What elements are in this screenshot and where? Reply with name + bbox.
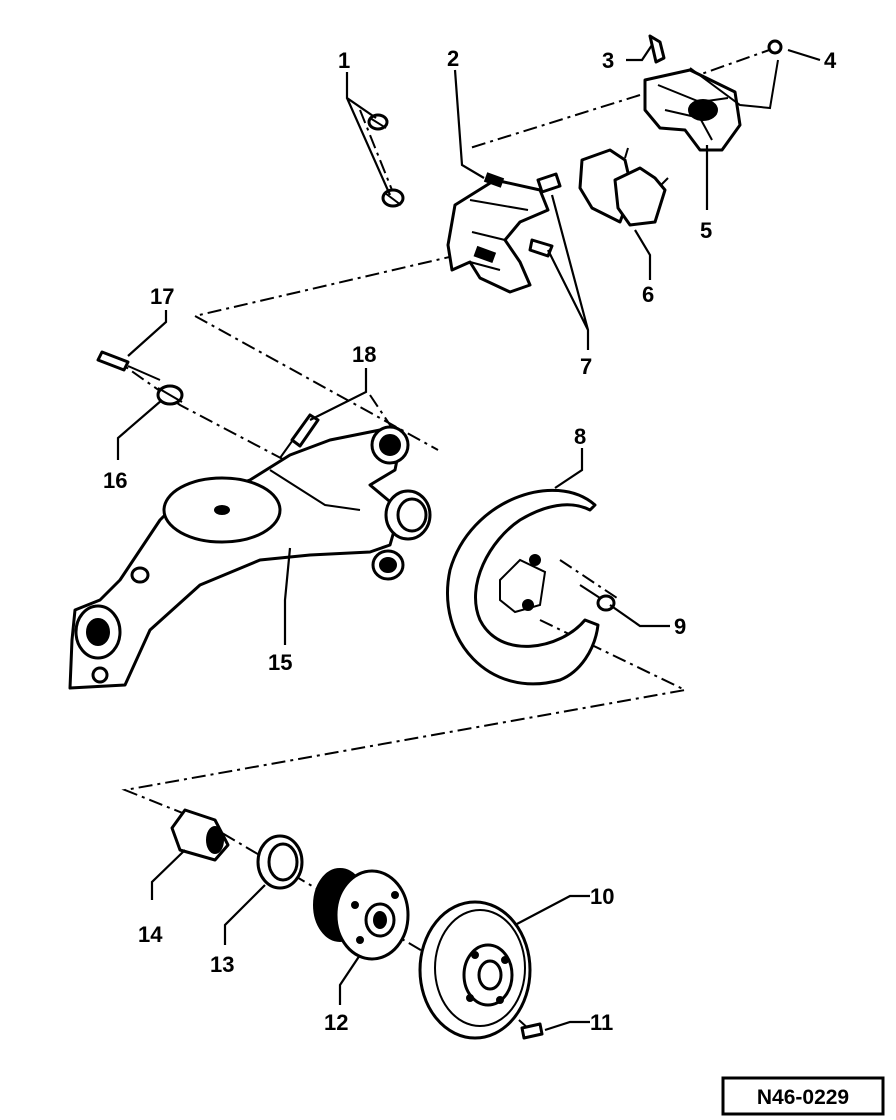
part-5-brake-caliper <box>643 59 779 152</box>
callout-14: 14 <box>138 922 163 947</box>
part-1-bolts <box>367 113 405 208</box>
part-8-splash-shield <box>446 488 600 686</box>
callout-9: 9 <box>674 614 686 639</box>
callout-12: 12 <box>324 1010 348 1035</box>
callout-3: 3 <box>602 48 614 73</box>
callout-labels: 1 2 3 4 5 6 7 8 9 10 11 12 13 14 15 16 1… <box>103 46 837 1035</box>
part-16-bushing <box>156 384 184 406</box>
part-7-guide-pins <box>528 172 562 258</box>
leader-lines <box>116 44 821 1032</box>
callout-2: 2 <box>447 46 459 71</box>
part-11-screw <box>520 1022 544 1040</box>
callout-11: 11 <box>590 1010 613 1035</box>
callout-18: 18 <box>352 342 376 367</box>
callout-8: 8 <box>574 424 586 449</box>
part-17-cable <box>96 350 161 381</box>
part-18-stud <box>290 413 320 448</box>
part-13-seal-ring <box>256 834 304 890</box>
callout-5: 5 <box>700 218 712 243</box>
figure-reference-code: N46-0229 <box>757 1086 849 1109</box>
part-4-brake-line-fitting <box>767 39 783 55</box>
part-12-wheel-hub <box>313 868 410 961</box>
callout-6: 6 <box>642 282 654 307</box>
figure-reference-box: N46-0229 <box>721 1076 885 1116</box>
callout-7: 7 <box>580 354 592 379</box>
callout-10: 10 <box>590 884 614 909</box>
callout-16: 16 <box>103 468 127 493</box>
part-6-brake-pads <box>578 147 669 227</box>
part-2-caliper-carrier <box>446 172 550 294</box>
callout-15: 15 <box>268 650 292 675</box>
part-15-control-arm <box>68 425 432 690</box>
callout-1: 1 <box>338 48 350 73</box>
part-3-bleeder-valve <box>648 34 666 64</box>
part-14-bushing <box>170 808 230 862</box>
callout-17: 17 <box>150 284 174 309</box>
part-9-bolt <box>579 584 616 612</box>
part-10-brake-disc <box>418 900 532 1040</box>
callout-4: 4 <box>824 48 837 73</box>
callout-13: 13 <box>210 952 234 977</box>
